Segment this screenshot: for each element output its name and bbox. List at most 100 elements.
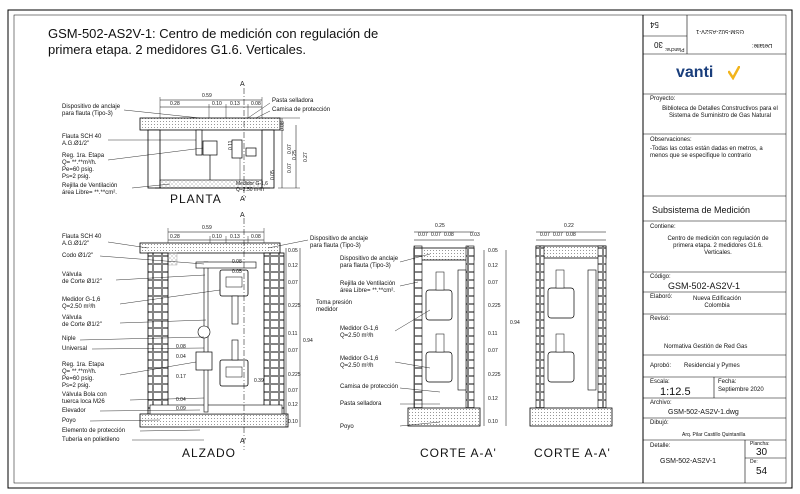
alzado-inner-2: 0.08 [176, 344, 186, 350]
planta-view [107, 88, 300, 200]
reviso-label: Revisó: [650, 316, 671, 322]
corte1-dim-total: 0.25 [435, 223, 445, 229]
alzado-inner-1: 0.05 [232, 269, 242, 275]
sheet-border-inner [13, 14, 787, 484]
escala-label: Escala: [650, 379, 670, 385]
archivo-label: Archivo: [650, 400, 672, 406]
corte1-dim-2: 0.07 [431, 232, 441, 238]
top-plancha-label: Plancha: [665, 46, 685, 52]
top-detail-label: Detalle: [752, 42, 773, 48]
reviso-value: Normativa Gestión de Red Gas [664, 344, 748, 350]
corte1-dim-r2: 0.07 [488, 280, 498, 286]
detalle-value: GSM-502-AS2V-1 [660, 458, 717, 465]
alzado-label-flauta: Flauta SCH 40 A.G.Ø1/2" [62, 234, 102, 247]
corte2-dim-2: 0.07 [553, 232, 563, 238]
alzado-view [79, 218, 309, 450]
alzado-dim-r1: 0.12 [288, 263, 298, 269]
planta-dim-2: 0.10 [212, 101, 222, 107]
corte1-dim-r4: 0.11 [488, 331, 498, 337]
planta-label-rejilla: Rejilla de Ventilación área Libre= **.**… [62, 183, 118, 196]
de-label: De: [750, 459, 758, 465]
aprobo-label: Aprobó: [650, 363, 672, 369]
alzado-label-proteccion: Elemento de protección [62, 428, 126, 434]
subsistema-title: Subsistema de Medición [652, 205, 751, 215]
alzado-label-regulador: Reg. 1ra. Etapa Q= **.**m³/h. Pe=60 psig… [62, 362, 105, 389]
corte1-title: CORTE A-A' [420, 446, 497, 460]
corte2-dim-total: 0.22 [564, 223, 574, 229]
planta-dim-r5: 0.05 [270, 170, 276, 180]
alzado-dim-4: 0.08 [251, 234, 261, 240]
dibujo-label: Dibujó: [650, 420, 669, 426]
corte1-dim-total-height: 0.94 [510, 320, 520, 326]
corte1-dim-r5: 0.07 [488, 348, 498, 354]
alzado-dim-r6: 0.225 [288, 372, 301, 378]
corte1-dim-4: 0.03 [470, 232, 480, 238]
de-value: 54 [756, 466, 768, 477]
proyecto-label: Proyecto: [650, 96, 676, 102]
detalle-label: Detalle: [650, 443, 671, 449]
corte1-label-rejilla: Rejilla de Ventilación área Libre= **.**… [340, 281, 396, 294]
brand-check-icon [727, 65, 741, 81]
planta-dim-4: 0.08 [251, 101, 261, 107]
corte1-label-poyo: Poyo [340, 424, 354, 430]
title-panel-grid [642, 15, 786, 483]
fecha-label: Fecha: [718, 379, 737, 385]
planta-label-camisa: Camisa de protección [272, 107, 331, 113]
alzado-inner-5: 0.04 [176, 397, 186, 403]
alzado-dim-r2: 0.07 [288, 280, 298, 286]
top-detail-code: GSM-502-AS2V-1 [696, 28, 745, 34]
corte2-title: CORTE A-A' [534, 446, 611, 460]
corte1-dim-r8: 0.10 [488, 419, 498, 425]
planta-dim-r4: 0.27 [303, 152, 309, 162]
corte1-dim-r1: 0.12 [488, 263, 498, 269]
alzado-dim-r3: 0.225 [288, 303, 301, 309]
planta-dim-3: 0.13 [230, 101, 240, 107]
alzado-dim-r7: 0.07 [288, 388, 298, 394]
planta-label-regulador: Reg. 1ra. Etapa Q= **.**m³/h. Pe=60 psig… [62, 153, 105, 180]
alzado-inner-6: 0.09 [176, 406, 186, 412]
alzado-label-valvula-1: Válvula de Corte Ø1/2" [62, 272, 102, 285]
corte2-view [529, 231, 613, 427]
corte2-dim-3: 0.08 [566, 232, 576, 238]
planta-section-a-top: A [240, 81, 245, 88]
corte1-label-medidor-2: Medidor G-1,6 Q=2.50 m³/h [340, 356, 379, 369]
planta-dim-r3: 0.25 [292, 150, 298, 160]
plancha-label: Plancha: [750, 441, 770, 447]
observaciones-label: Observaciones: [650, 137, 692, 143]
corte1-dim-r6: 0.225 [488, 372, 501, 378]
corte1-dim-r3: 0.225 [488, 303, 501, 309]
proyecto-value: Biblioteca de Detalles Constructivos par… [662, 106, 778, 119]
alzado-dim-r0: 0.05 [288, 248, 298, 254]
escala-value: 1:12.5 [660, 386, 691, 398]
planta-dim-inner: 0.11 [228, 140, 234, 150]
corte1-dim-3: 0.08 [444, 232, 454, 238]
corte1-label-pasta: Pasta selladora [340, 401, 382, 407]
codigo-value: GSM-502-AS2V-1 [668, 281, 741, 291]
corte1-view [394, 231, 507, 427]
alzado-dim-2: 0.10 [212, 234, 222, 240]
alzado-inner-0: 0.08 [232, 259, 242, 265]
corte1-dim-r7: 0.12 [488, 396, 498, 402]
contiene-value: Centro de medición con regulación de pri… [667, 236, 769, 256]
corte2-dim-1: 0.07 [540, 232, 550, 238]
alzado-label-anclaje: Dispositivo de anclaje para flauta (Tipo… [310, 236, 369, 249]
alzado-inner-4: 0.17 [176, 374, 186, 380]
alzado-dim-r4: 0.11 [288, 331, 298, 337]
alzado-dim-r5: 0.07 [288, 348, 298, 354]
corte1-dim-r0: 0.05 [488, 248, 498, 254]
alzado-dim-total: 0.59 [202, 225, 212, 231]
observaciones-value: -Todas las cotas están dadas en metros, … [650, 146, 763, 159]
planta-dim-total: 0.59 [202, 93, 212, 99]
alzado-label-poyo: Poyo [62, 418, 76, 424]
top-sheet-number: 54 [650, 20, 659, 29]
alzado-dim-total-height: 0.94 [303, 338, 313, 344]
alzado-label-tuberia: Tubería en polietileno [62, 437, 120, 443]
alzado-inner-7: 0.39 [254, 378, 264, 384]
alzado-label-medidor: Medidor G-1,6 Q=2.50 m³/h [62, 297, 101, 310]
contiene-label: Contiene: [650, 224, 676, 230]
alzado-dim-r9: 0.10 [288, 419, 298, 425]
planta-section-a-bottom: A' [240, 196, 247, 203]
planta-label-pasta: Pasta selladora [272, 98, 314, 104]
planta-label-flauta: Flauta SCH 40 A.G.Ø1/2" [62, 134, 102, 147]
alzado-section-a-top: A [240, 212, 245, 219]
